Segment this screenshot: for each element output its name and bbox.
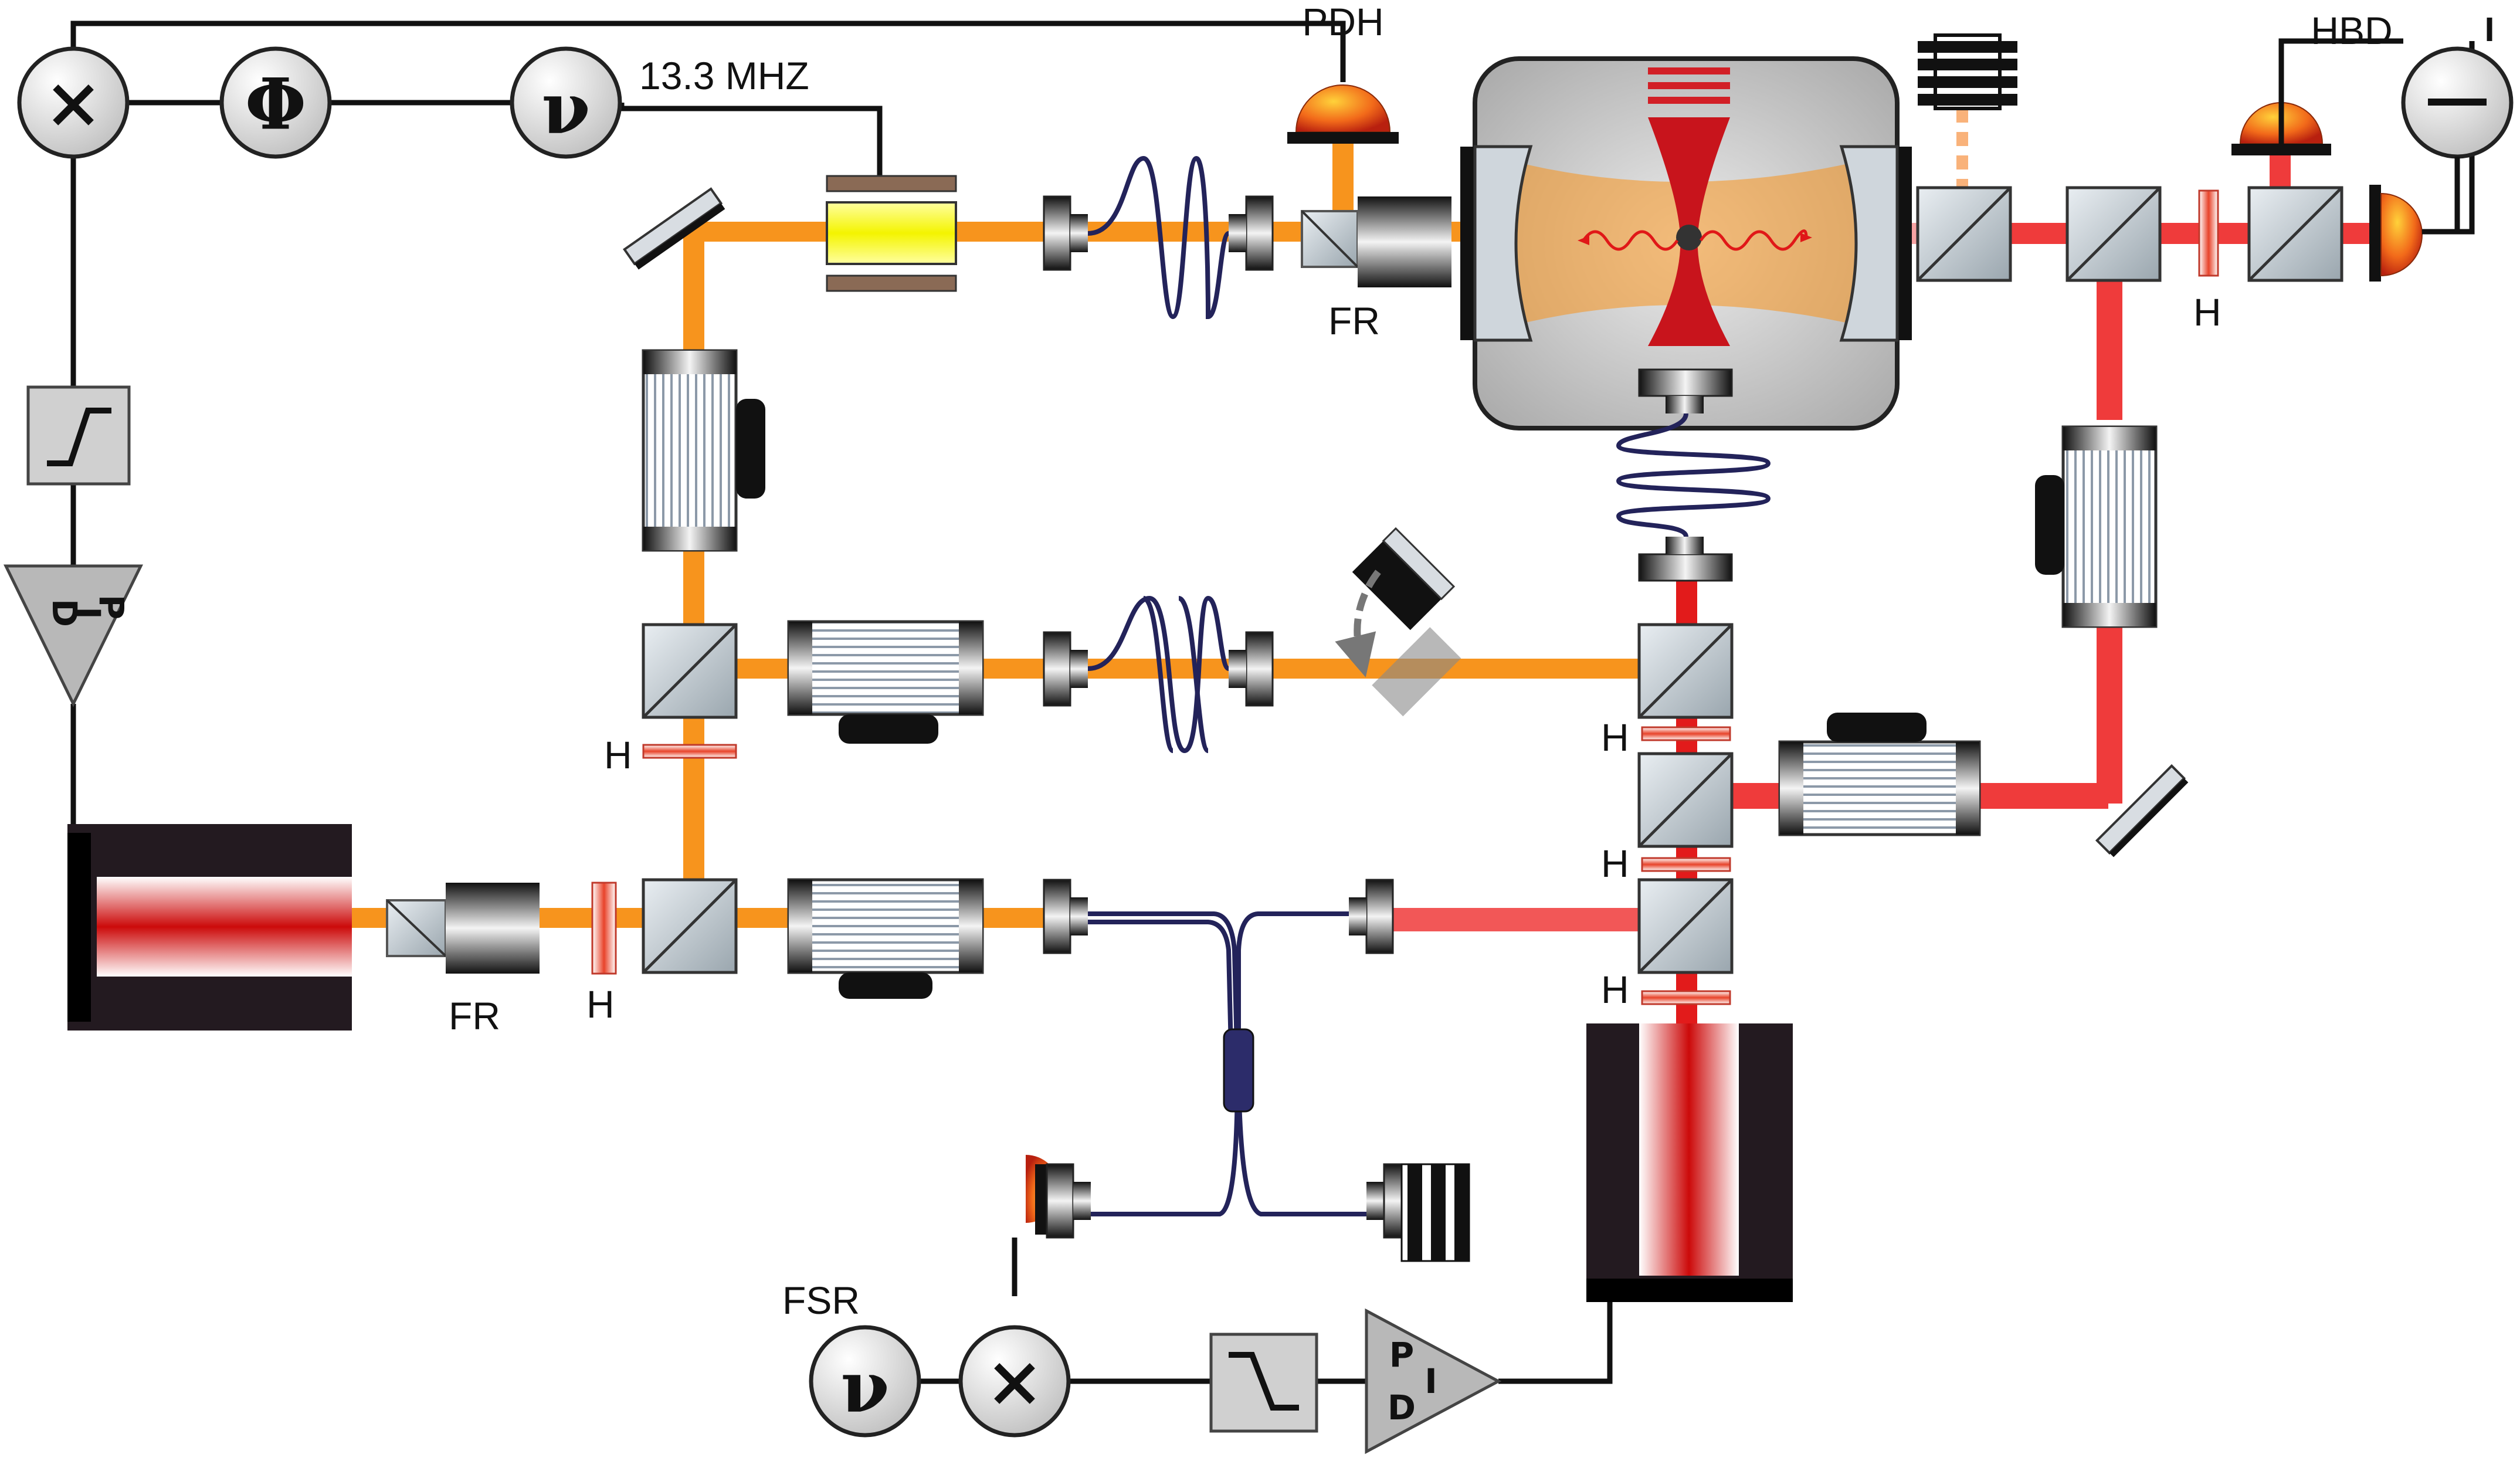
hbd-subtractor	[2401, 46, 2514, 159]
eom	[826, 175, 957, 292]
beam-dump	[1918, 33, 2017, 110]
label-hbd: HBD	[2311, 9, 2392, 52]
rf-oscillator-top: ν	[510, 46, 622, 159]
mixer-symbol: ×	[44, 62, 103, 144]
frequency-symbol-fsr: ν	[840, 1346, 889, 1429]
aom-middle	[787, 620, 984, 744]
fiber-coil-top	[1087, 155, 1230, 320]
aom-right-vertical	[2035, 425, 2158, 628]
flip-mirror	[1335, 527, 1461, 717]
pid-d-left: D	[45, 599, 84, 627]
faraday-rotator-top	[1301, 196, 1451, 287]
label-fr-top: FR	[1328, 299, 1380, 343]
beam-splitter-top-right-1	[1916, 186, 2012, 282]
phase-shifter: Φ	[219, 46, 332, 159]
label-h-left: H	[604, 733, 632, 777]
fiber-coupler-bottom-left	[1043, 879, 1088, 954]
mixer-top-left: ×	[17, 46, 130, 159]
label-h-2: H	[1601, 842, 1629, 885]
laser-bottom	[1586, 1023, 1793, 1302]
pid-d-bottom: D	[1388, 1388, 1416, 1428]
beam-splitter-top-right-2	[2065, 186, 2162, 282]
fiber-coupler-top-right	[1229, 195, 1274, 271]
half-waveplate-column-2	[1641, 857, 1731, 872]
faraday-rotator-bottom	[386, 883, 540, 974]
pid-p-left: P	[91, 595, 131, 620]
beam-splitter-column-bottom	[1637, 878, 1734, 974]
fiber-coupler-top-left	[1043, 195, 1088, 271]
hbd-wire-right	[2422, 157, 2460, 235]
mixer-bottom: ×	[958, 1325, 1071, 1438]
fiber-terminator	[1366, 1163, 1470, 1262]
fiber-coil-middle	[1087, 595, 1230, 754]
pdh-detector	[1287, 84, 1399, 144]
hbd-wire-top	[2278, 38, 2403, 147]
beam-splitter-column-middle	[1637, 752, 1734, 848]
fiber-coupler-column	[1638, 537, 1733, 582]
pid-controller-left: P I D	[3, 564, 144, 707]
mirror-top-left	[623, 187, 725, 270]
beam-splitter-middle-left	[642, 623, 738, 719]
phase-symbol: Φ	[245, 63, 307, 146]
label-fr-bottom: FR	[449, 994, 500, 1038]
label-h-hbd: H	[2193, 290, 2221, 334]
label-h-bottom: H	[586, 982, 615, 1026]
label-h-3: H	[1601, 968, 1629, 1011]
fsr-detector	[1026, 1155, 1091, 1239]
rf-oscillator-fsr: ν	[809, 1325, 921, 1438]
frequency-symbol: ν	[541, 67, 590, 150]
pid-i-left: I	[68, 606, 108, 619]
half-waveplate-column-3	[1641, 990, 1731, 1005]
low-pass-filter-bottom	[1209, 1333, 1318, 1433]
fiber-coupler-middle-left	[1043, 631, 1088, 707]
label-13-3-mhz: 13.3 MHZ	[639, 54, 809, 97]
fiber-splitter	[1088, 911, 1366, 1216]
label-h-1: H	[1601, 716, 1629, 759]
half-waveplate-left	[642, 744, 737, 759]
pid-i-bottom: I	[1425, 1361, 1437, 1401]
mixer-symbol-bottom: ×	[985, 1340, 1044, 1423]
fiber-coupler-middle-right	[1229, 631, 1274, 707]
half-waveplate-column-1	[1641, 726, 1731, 741]
fiber-coupler-bottom-right	[1349, 879, 1394, 954]
aom-left-vertical	[642, 349, 765, 552]
pid-p-bottom: P	[1389, 1335, 1415, 1375]
hbd-detector-right	[2369, 185, 2423, 282]
label-fsr: FSR	[782, 1279, 860, 1322]
aom-bottom	[787, 878, 984, 999]
fiber-coil-vertical	[1616, 413, 1771, 538]
minus-symbol	[2428, 99, 2487, 106]
half-waveplate-bottom	[591, 882, 617, 975]
vacuum-chamber	[1460, 56, 1912, 430]
beam-splitter-column-top	[1637, 623, 1734, 719]
pid-controller-bottom: P I D	[1365, 1308, 1502, 1455]
low-pass-filter-left	[26, 385, 131, 486]
aom-right-horizontal	[1778, 713, 1981, 836]
mirror-right	[2095, 764, 2189, 857]
label-pdh: PDH	[1302, 0, 1383, 43]
beam-splitter-bottom-left	[642, 878, 738, 974]
fiber-coil-middle-loops	[1142, 596, 1210, 753]
laser-left	[67, 824, 352, 1031]
beam-splitter-top-right-3	[2247, 186, 2343, 282]
half-waveplate-hbd	[2198, 189, 2219, 277]
